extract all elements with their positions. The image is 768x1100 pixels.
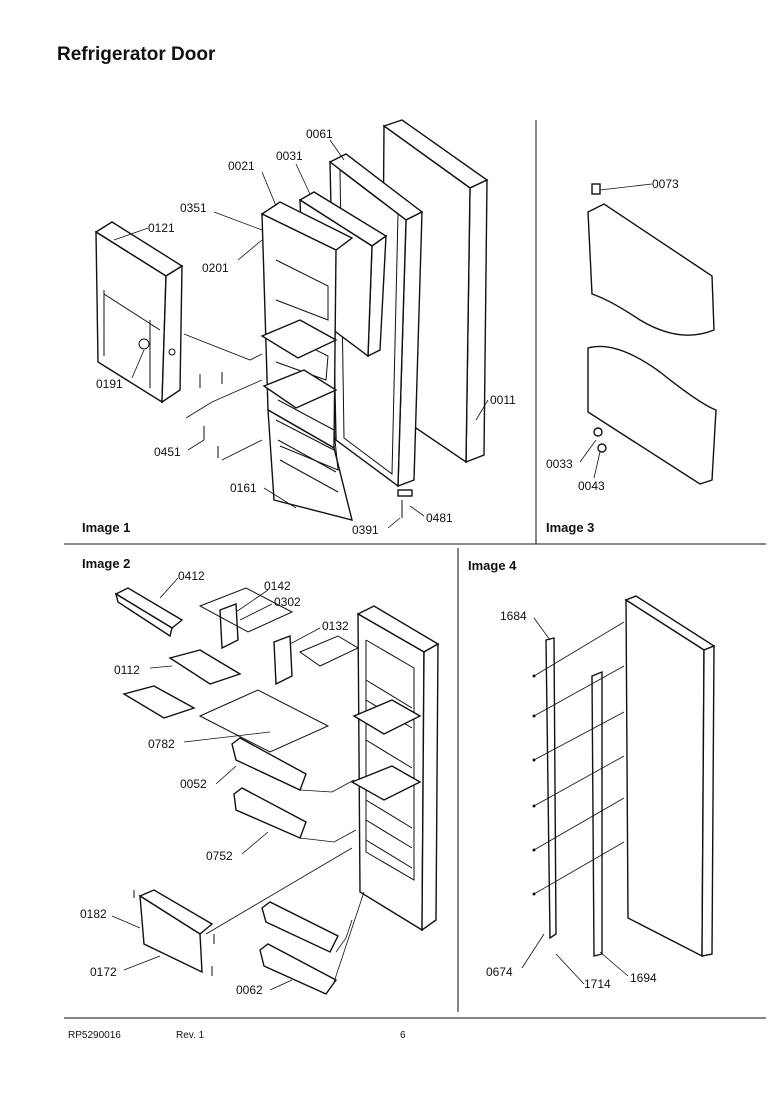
part-callout-0132: 0132 — [322, 619, 349, 633]
callout-leaders — [111, 139, 653, 991]
part-callout-0033: 0033 — [546, 457, 573, 471]
part-callout-0752: 0752 — [206, 849, 233, 863]
page-title: Refrigerator Door — [57, 44, 216, 65]
part-callout-0412: 0412 — [178, 569, 205, 583]
part-callout-0052: 0052 — [180, 777, 207, 791]
footer-revision: Rev. 1 — [176, 1030, 205, 1041]
panel-label-image-4: Image 4 — [468, 558, 517, 573]
part-callout-0302: 0302 — [274, 595, 301, 609]
part-callout-1714: 1714 — [584, 977, 611, 991]
part-callout-0142: 0142 — [264, 579, 291, 593]
part-callout-0161: 0161 — [230, 481, 257, 495]
footer-doc-number: RP5290016 — [68, 1030, 121, 1041]
part-callout-0481: 0481 — [426, 511, 453, 525]
part-callout-0391: 0391 — [352, 523, 379, 537]
panel-label-image-1: Image 1 — [82, 520, 131, 535]
part-callout-0191: 0191 — [96, 377, 123, 391]
part-callout-0073: 0073 — [652, 177, 679, 191]
image1-door-assembly — [94, 119, 489, 521]
part-callout-0043: 0043 — [578, 479, 605, 493]
part-callout-0121: 0121 — [148, 221, 175, 235]
part-callout-0112: 0112 — [114, 663, 140, 677]
image3-door-panel — [587, 183, 717, 485]
part-callout-0782: 0782 — [148, 737, 175, 751]
part-callout-0674: 0674 — [486, 965, 513, 979]
part-callout-0172: 0172 — [90, 965, 117, 979]
part-callout-0201: 0201 — [202, 261, 229, 275]
part-callout-0011: 0011 — [490, 393, 516, 407]
part-callout-1694: 1694 — [630, 971, 657, 985]
part-callout-1684: 1684 — [500, 609, 527, 623]
part-callout-0351: 0351 — [180, 201, 207, 215]
part-callout-0031: 0031 — [276, 149, 303, 163]
image2-door-assembly — [114, 587, 440, 995]
part-callout-0182: 0182 — [80, 907, 107, 921]
image4-door-panel — [532, 595, 716, 958]
footer-page-number: 6 — [400, 1030, 406, 1041]
panel-label-image-2: Image 2 — [82, 556, 131, 571]
part-callout-0451: 0451 — [154, 445, 181, 459]
panel-label-image-3: Image 3 — [546, 520, 595, 535]
panel-dividers — [64, 120, 766, 1019]
part-callout-0021: 0021 — [228, 159, 255, 173]
part-callout-0061: 0061 — [306, 127, 333, 141]
part-callout-0062: 0062 — [236, 983, 263, 997]
